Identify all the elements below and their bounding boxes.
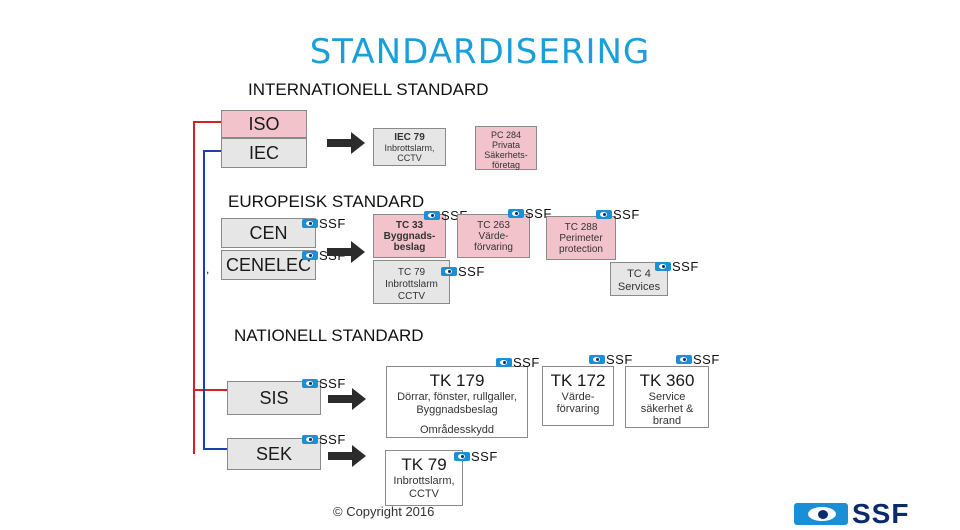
eye-icon: [454, 451, 470, 461]
red-connector-top: [193, 121, 221, 123]
eye-icon: [589, 354, 605, 364]
iec-box: IEC: [221, 138, 307, 168]
eye-icon: [508, 208, 524, 218]
arrow-icon: [328, 445, 366, 467]
tc263-text: TC 263 Värde- förvaring: [474, 220, 513, 253]
ssf-logo: SSF: [454, 449, 498, 464]
ssf-logo: SSF: [302, 216, 346, 231]
tc4-box: TC 4 Services: [610, 262, 668, 296]
tc288-box: TC 288 Perimeter protection: [546, 216, 616, 260]
pc284-box: PC 284 Privata Säkerhets- företag: [475, 126, 537, 170]
tk79-title: TK 79: [401, 455, 447, 474]
ssf-logo: SSF: [508, 206, 552, 221]
tk79-box: TK 79 Inbrottslarm, CCTV: [385, 450, 463, 506]
red-connector-line: [193, 121, 195, 454]
copyright-text: © Copyright 2016: [333, 504, 435, 519]
cen-label: CEN: [249, 223, 288, 243]
sek-box: SEK: [227, 438, 321, 470]
tk179-body: Dörrar, fönster, rullgaller, Byggnadsbes…: [397, 391, 517, 416]
ssf-logo: SSF: [441, 264, 485, 279]
blue-connector-top: [203, 150, 221, 152]
tk172-body: Värde- förvaring: [556, 391, 600, 415]
international-heading: INTERNATIONELL STANDARD: [248, 80, 489, 99]
ssf-logo: SSF: [302, 432, 346, 447]
tk179-sub: Områdesskydd: [420, 424, 494, 436]
eye-icon: [302, 378, 318, 388]
tc79-box: TC 79 Inbrottslarm CCTV: [373, 260, 450, 304]
blue-connector-line: [203, 150, 205, 450]
ssf-logo: SSF: [655, 259, 699, 274]
eye-icon: [302, 218, 318, 228]
eye-icon: [302, 434, 318, 444]
iec79-body: Inbrottslarm, CCTV: [384, 143, 435, 163]
tc79-text: TC 79 Inbrottslarm CCTV: [385, 267, 438, 302]
tk360-body: Service säkerhet & brand: [640, 391, 694, 427]
cenelec-box: CENELEC: [221, 250, 316, 280]
national-heading: NATIONELL STANDARD: [234, 326, 424, 345]
blue-connector-sek: [203, 448, 227, 450]
tk172-title: TK 172: [550, 371, 606, 390]
eye-icon: [676, 354, 692, 364]
sis-box: SIS: [227, 381, 321, 415]
ssf-logo: SSF: [496, 355, 540, 370]
eye-icon: [596, 209, 612, 219]
tc263-box: TC 263 Värde- förvaring: [457, 214, 530, 258]
page-title: STANDARDISERING: [309, 32, 651, 72]
european-heading: EUROPEISK STANDARD: [228, 192, 425, 211]
iso-box: ISO: [221, 110, 307, 138]
tk79-body: Inbrottslarm, CCTV: [393, 475, 455, 500]
tc33-box: TC 33 Byggnads- beslag: [373, 214, 446, 258]
tc33-text: TC 33 Byggnads- beslag: [383, 220, 436, 253]
tk179-title: TK 179: [429, 371, 485, 390]
eye-icon: [424, 210, 440, 220]
tk360-title: TK 360: [639, 371, 695, 390]
eye-icon: [655, 261, 671, 271]
brand-label: SSF: [852, 498, 910, 529]
ssf-brand-logo: SSF: [794, 498, 926, 529]
ssf-logo: SSF: [676, 352, 720, 367]
eye-icon: [496, 357, 512, 367]
ssf-logo: SSF: [302, 376, 346, 391]
ssf-logo: SSF: [596, 207, 640, 222]
cen-box: CEN: [221, 218, 316, 248]
stray-mark: ,: [206, 262, 210, 276]
tc288-text: TC 288 Perimeter protection: [559, 222, 603, 255]
tk360-box: TK 360 Service säkerhet & brand: [625, 366, 709, 428]
arrow-icon: [328, 388, 366, 410]
red-connector-sis: [193, 389, 227, 391]
iec79-title: IEC 79: [394, 132, 425, 143]
arrow-icon: [327, 241, 365, 263]
iec79-box: IEC 79 Inbrottslarm, CCTV: [373, 128, 446, 166]
arrow-icon: [327, 132, 365, 154]
ssf-logo: SSF: [589, 352, 633, 367]
eye-icon: [794, 503, 848, 525]
pc284-text: PC 284 Privata Säkerhets- företag: [484, 130, 528, 170]
eye-icon: [302, 250, 318, 260]
cenelec-label: CENELEC: [225, 255, 312, 275]
eye-icon: [441, 266, 457, 276]
tk179-box: TK 179 Dörrar, fönster, rullgaller, Bygg…: [386, 366, 528, 438]
tc4-text: TC 4 Services: [617, 268, 661, 293]
tk172-box: TK 172 Värde- förvaring: [542, 366, 614, 426]
